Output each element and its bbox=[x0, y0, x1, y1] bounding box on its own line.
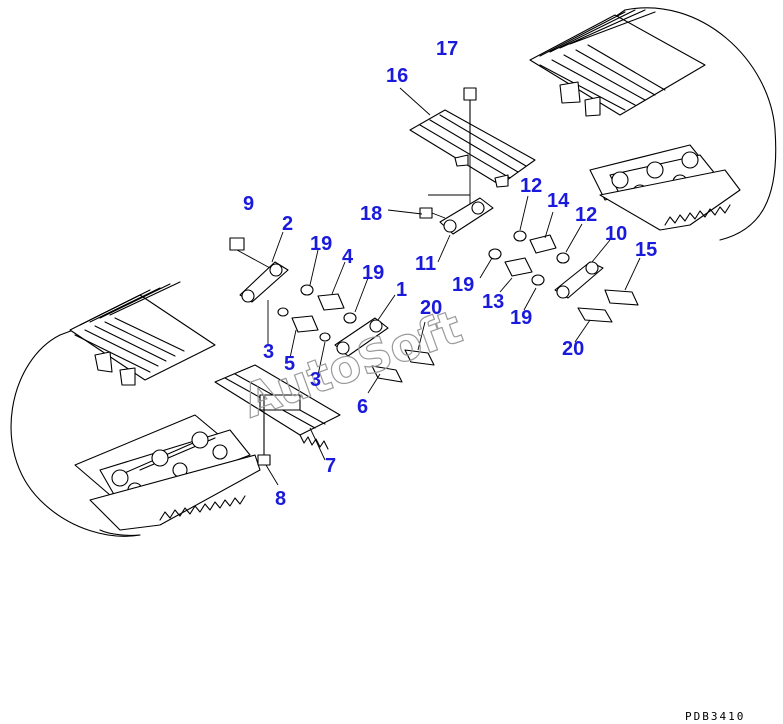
seal-part-19a bbox=[300, 284, 314, 296]
link-part-10 bbox=[554, 261, 604, 299]
callout-12: 12 bbox=[520, 175, 542, 197]
link-part-2 bbox=[239, 261, 289, 303]
nut-part-9 bbox=[229, 237, 271, 269]
bolt-part-17 bbox=[463, 87, 477, 205]
pin-part-6 bbox=[371, 365, 403, 383]
leader-lines bbox=[265, 87, 641, 486]
pin-part-20b bbox=[577, 307, 613, 323]
left-bottom-shoes bbox=[89, 454, 261, 536]
callout-13: 13 bbox=[482, 291, 504, 313]
callout-12: 12 bbox=[575, 204, 597, 226]
callout-8: 8 bbox=[275, 488, 286, 510]
right-bottom-shoes bbox=[599, 169, 741, 231]
callout-14: 14 bbox=[547, 190, 570, 212]
right-track-loop bbox=[529, 7, 777, 241]
left-track-shoes bbox=[69, 281, 216, 386]
callout-20: 20 bbox=[420, 297, 442, 319]
callout-3: 3 bbox=[263, 341, 274, 363]
seal-part-19b bbox=[343, 312, 357, 324]
link-part-1 bbox=[334, 317, 389, 357]
callout-1: 1 bbox=[396, 279, 407, 301]
seal-part-19d bbox=[531, 274, 545, 286]
shoe-part-7 bbox=[214, 364, 341, 450]
callout-4: 4 bbox=[342, 246, 354, 268]
callout-7: 7 bbox=[325, 455, 336, 477]
seal-part-3a bbox=[277, 307, 289, 317]
bolt-part-8 bbox=[257, 394, 271, 466]
callout-19: 19 bbox=[362, 262, 384, 284]
link-part-11 bbox=[439, 197, 494, 235]
callout-9: 9 bbox=[243, 193, 254, 215]
callout-20: 20 bbox=[562, 338, 584, 360]
callout-2: 2 bbox=[282, 213, 293, 235]
callout-6: 6 bbox=[357, 396, 368, 418]
callout-17: 17 bbox=[436, 38, 458, 60]
callout-16: 16 bbox=[386, 65, 408, 87]
callout-labels: 9 2 19 4 19 1 3 5 3 20 6 7 8 17 16 18 11… bbox=[243, 38, 657, 510]
pin-part-15 bbox=[604, 289, 639, 306]
callout-11: 11 bbox=[415, 253, 436, 275]
figure-code: PDB3410 bbox=[685, 710, 745, 723]
bushing-part-13 bbox=[504, 257, 533, 277]
seal-part-12a bbox=[513, 230, 527, 242]
bushing-part-14 bbox=[529, 234, 557, 254]
callout-18: 18 bbox=[360, 203, 382, 225]
bushing-part-4 bbox=[317, 293, 345, 311]
pin-part-20a bbox=[404, 349, 435, 366]
callout-10: 10 bbox=[605, 223, 627, 245]
left-track-loop bbox=[10, 281, 261, 537]
left-track-links bbox=[74, 414, 251, 506]
right-track-shoes bbox=[529, 9, 706, 117]
shoe-part-16 bbox=[409, 109, 536, 188]
callout-15: 15 bbox=[635, 239, 657, 261]
nut-part-18 bbox=[419, 194, 470, 219]
seal-part-3b bbox=[319, 332, 331, 342]
callout-19: 19 bbox=[452, 274, 474, 296]
callout-3: 3 bbox=[310, 369, 321, 391]
callout-19: 19 bbox=[510, 307, 532, 329]
bushing-part-5 bbox=[291, 315, 319, 333]
callout-5: 5 bbox=[284, 353, 295, 375]
seal-part-12b bbox=[556, 252, 570, 264]
seal-part-19c bbox=[488, 248, 502, 260]
callout-19: 19 bbox=[310, 233, 332, 255]
